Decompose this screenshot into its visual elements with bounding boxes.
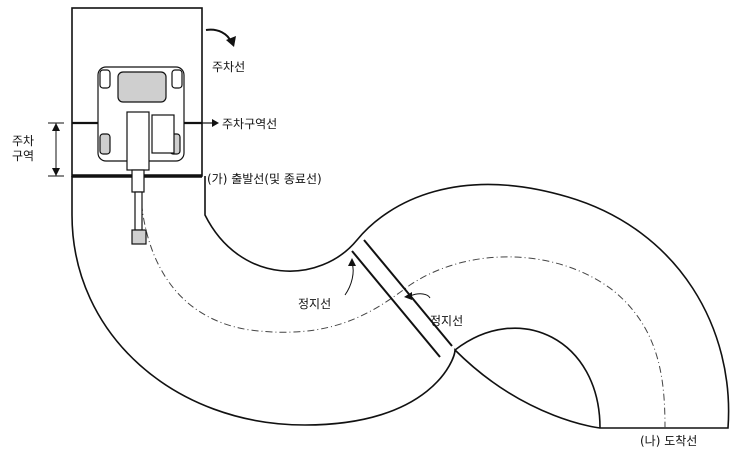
parking-zone-label-top: 주차 xyxy=(12,134,34,148)
boom-base xyxy=(126,111,150,171)
center-guide-line xyxy=(139,175,666,429)
wheel-front-right xyxy=(171,69,183,89)
parking-zone-label-bottom: 구역 xyxy=(12,149,34,163)
zone-arrow-up xyxy=(52,123,60,131)
finish-line-label: (나) 도착선 xyxy=(640,434,697,448)
stop-left-arrow xyxy=(344,262,354,296)
stop-line-left-label: 정지선 xyxy=(298,297,331,311)
start-line-label: (가) 출발선(및 종료선) xyxy=(207,172,322,186)
wheel-rear-left xyxy=(99,133,111,155)
stop-left-arrow-head xyxy=(348,258,356,266)
parking-zone-line-label: 주차구역선 xyxy=(222,117,277,131)
stop-line-right-label: 정지선 xyxy=(430,314,463,328)
stop-right-arrow xyxy=(409,293,431,299)
wheel-front-left xyxy=(99,69,111,89)
excavator-cab xyxy=(117,71,167,103)
arm xyxy=(134,191,143,231)
zone-arrow-down xyxy=(52,168,60,176)
stop-line-b xyxy=(363,239,453,347)
stop-right-arrow-head xyxy=(404,292,412,300)
bucket xyxy=(131,229,147,245)
stop-line-a xyxy=(351,250,441,358)
inner-bend-boundary xyxy=(454,327,601,429)
boom xyxy=(131,169,145,193)
excavator-drawing xyxy=(97,66,185,245)
parking-line-label: 주차선 xyxy=(212,60,245,74)
zone-line-arrow-head xyxy=(212,119,219,127)
engine-cover xyxy=(151,114,175,154)
road-boundary xyxy=(71,176,730,429)
parking-line-arrow-head xyxy=(226,36,236,47)
